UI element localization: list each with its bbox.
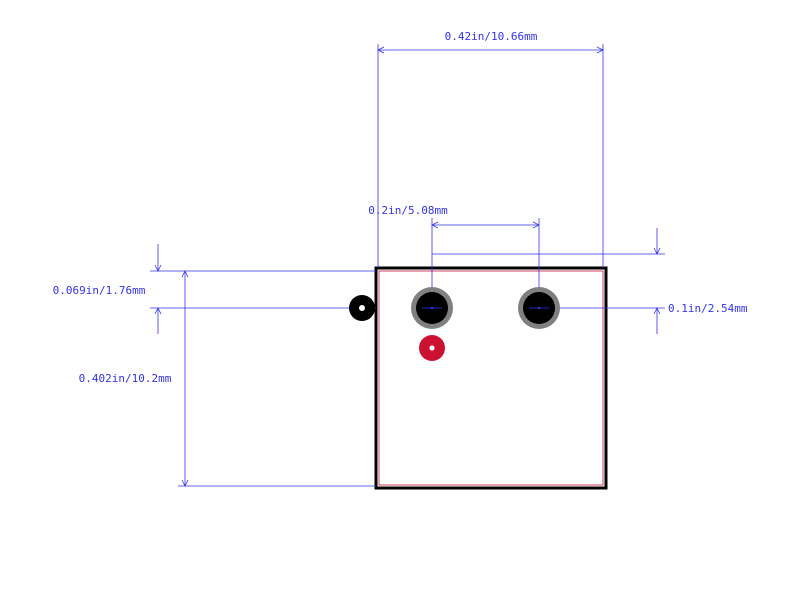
pin1-marker — [419, 335, 445, 361]
dimension-overall-width — [377, 44, 604, 268]
pin-pitch-label: 0.2in/5.08mm — [368, 204, 448, 217]
pad-1 — [411, 287, 453, 329]
dimension-top-offset — [150, 244, 376, 334]
origin-marker — [349, 295, 375, 321]
overall-width-label: 0.42in/10.66mm — [445, 30, 538, 43]
component-body-outline — [374, 266, 608, 490]
pad-2 — [518, 287, 560, 329]
top-offset-label: 0.069in/1.76mm — [53, 284, 146, 297]
dimension-overall-height — [178, 270, 376, 487]
pad-height-label: 0.1in/2.54mm — [668, 302, 748, 315]
dimension-pad-height — [432, 228, 665, 334]
overall-height-label: 0.402in/10.2mm — [79, 372, 172, 385]
courtyard-outline — [378, 270, 604, 486]
